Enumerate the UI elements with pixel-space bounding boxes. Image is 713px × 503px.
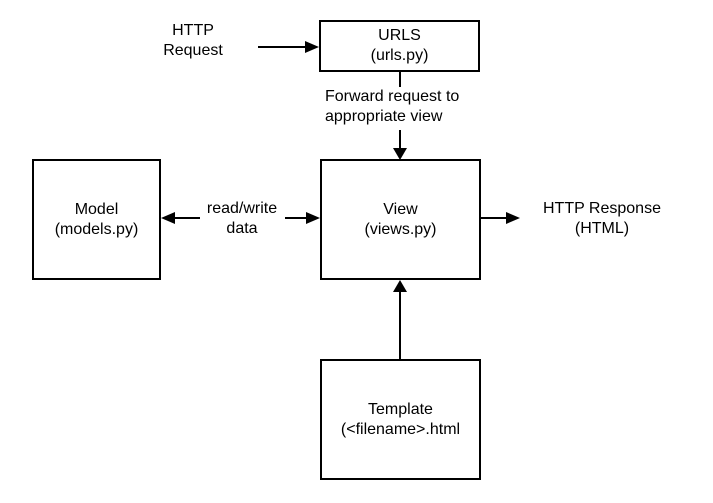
request-to-urls-arrow-line bbox=[258, 46, 306, 48]
read-write-data-label-line1: read/write bbox=[206, 200, 278, 217]
template-to-view-arrow-line bbox=[399, 292, 401, 360]
http-request-label-line1: HTTP bbox=[172, 22, 214, 39]
http-response-label-line1: HTTP Response bbox=[543, 200, 661, 217]
urls-to-view-arrow-line-lower bbox=[399, 130, 401, 148]
view-to-response-arrow-line bbox=[481, 217, 506, 219]
urls-node: URLS (urls.py) bbox=[319, 20, 480, 72]
model-node-title: Model bbox=[74, 200, 119, 218]
template-to-view-arrowhead-icon bbox=[393, 280, 407, 292]
urls-to-view-arrowhead-icon bbox=[393, 148, 407, 160]
model-node-subtitle: (models.py) bbox=[54, 220, 139, 238]
model-view-arrow-line-left bbox=[174, 217, 200, 219]
read-write-data-label-line2: data bbox=[226, 220, 258, 237]
view-node-title: View bbox=[383, 200, 418, 218]
template-node-title: Template bbox=[368, 400, 433, 418]
http-request-label: HTTP Request bbox=[156, 21, 230, 61]
view-to-response-arrowhead-icon bbox=[506, 212, 520, 224]
urls-to-view-arrow-line-upper bbox=[399, 72, 401, 87]
http-response-label: HTTP Response (HTML) bbox=[531, 199, 673, 239]
read-write-data-label: read/write data bbox=[197, 199, 287, 239]
model-node: Model (models.py) bbox=[32, 159, 161, 280]
http-request-label-line2: Request bbox=[163, 42, 223, 59]
view-node: View (views.py) bbox=[320, 159, 481, 280]
forward-request-label-line2: appropriate view bbox=[325, 108, 443, 125]
urls-node-title: URLS bbox=[378, 27, 421, 44]
urls-node-subtitle: (urls.py) bbox=[370, 47, 429, 64]
view-to-model-arrowhead-icon bbox=[161, 212, 175, 224]
forward-request-label: Forward request to appropriate view bbox=[325, 87, 459, 127]
model-view-arrow-line-right bbox=[285, 217, 306, 219]
http-response-label-line2: (HTML) bbox=[574, 220, 630, 237]
view-node-subtitle: (views.py) bbox=[364, 220, 437, 238]
template-node: Template (<filename>.html bbox=[320, 359, 481, 480]
request-to-urls-arrowhead-icon bbox=[305, 41, 319, 53]
forward-request-label-line1: Forward request to bbox=[325, 88, 460, 105]
template-node-subtitle: (<filename>.html bbox=[340, 420, 461, 438]
model-to-view-arrowhead-icon bbox=[306, 212, 320, 224]
